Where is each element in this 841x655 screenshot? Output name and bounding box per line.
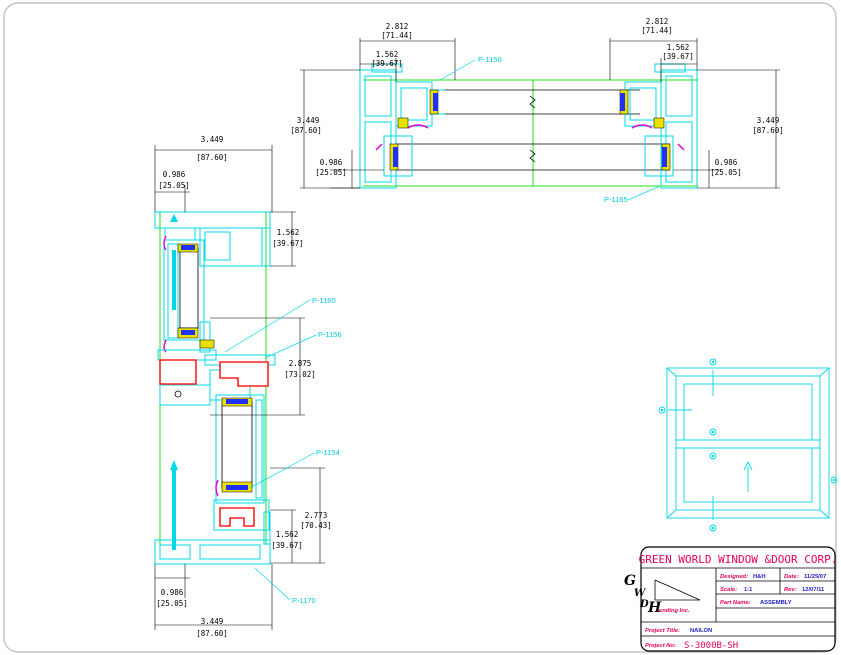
dim-top-left-inner: 1.562 [376,50,399,59]
dim-side-bottom-small-mm: [25.05] [156,599,188,608]
scale-label: Scale: [720,587,737,593]
part-label-p1160: P-1160 [312,296,336,305]
logo-letter-w: W [634,588,647,599]
side-section-dimensions: 3.449 [87.60] 0.986 [25.05] 1.562 [39.67… [156,135,341,638]
company-name: GREEN WORLD WINDOW &DOOR CORP. [639,553,838,566]
dim-top-left-small-mm: [25.05] [315,168,347,177]
dim-top-right-overall: 2.812 [646,17,669,26]
dim-side-bottom-small: 0.986 [161,588,184,597]
side-section-drawing [154,145,325,630]
dim-top-right-overall-mm: [71.44] [641,26,673,35]
top-section-drawing [300,38,780,201]
dim-side-top-small-mm: [25.05] [158,181,190,190]
dim-top-left-depth: 3.449 [297,116,320,125]
part-name-value: ASSEMBLY [760,600,792,606]
logo-letter-h: H [647,600,662,616]
dim-side-head: 1.562 [277,228,300,237]
date-value: 11/25/07 [804,574,826,580]
dim-side-top-small: 0.986 [163,170,186,179]
dim-top-right-inner-mm: [39.67] [662,52,694,61]
dim-side-meeting-mm: [73.02] [284,370,316,379]
window-elevation [658,358,838,532]
dim-side-sill-a: 2.773 [305,511,328,520]
part-label-p1170: P-1170 [292,596,316,605]
part-label-p1156: P-1156 [318,330,342,339]
dim-side-sill-b-mm: [39.67] [271,541,303,550]
part-label-p1150: P-1150 [478,55,502,64]
dim-top-left-overall-mm: [71.44] [381,31,413,40]
project-title-value: NAILON [690,628,712,634]
dim-top-left-overall: 2.812 [386,22,409,31]
dim-top-right-inner: 1.562 [667,43,690,52]
dim-side-bottom-width: 3.449 [201,617,224,626]
project-no-label: Project No: [645,643,676,649]
dim-side-sill-a-mm: [70.43] [300,521,332,530]
dim-top-right-depth: 3.449 [757,116,780,125]
part-name-label: Part Name: [720,600,751,606]
designed-value: H&H [753,574,766,580]
project-no-value: S-3000B-SH [684,641,738,651]
logo-letter-d: D [639,599,649,610]
sheet-border [3,2,837,653]
dim-side-meeting: 2.875 [289,359,312,368]
logo-tail: ending Inc. [659,608,690,614]
dim-side-bottom-width-mm: [87.60] [196,629,228,638]
dim-top-right-depth-mm: [87.60] [752,126,784,135]
dim-side-sill-b: 1.562 [276,530,299,539]
dim-side-top-width: 3.449 [201,135,224,144]
scale-value: 1:1 [744,587,753,593]
designed-label: Designed: [720,574,748,580]
dim-top-right-small: 0.986 [715,158,738,167]
part-label-p1154: P-1154 [316,448,340,457]
dim-side-top-width-mm: [87.60] [196,153,228,162]
dim-top-left-small: 0.986 [320,158,343,167]
dim-top-right-small-mm: [25.05] [710,168,742,177]
top-section-dimensions: 2.812 [71.44] 1.562 [39.67] 2.812 [71.44… [290,17,784,204]
dim-side-head-mm: [39.67] [272,239,304,248]
logo-letter-g: G [624,573,636,589]
part-label-p1165: P-1165 [604,195,628,204]
dim-top-left-inner-mm: [39.67] [371,59,403,68]
title-block: GREEN WORLD WINDOW &DOOR CORP. G W D H e… [624,546,838,652]
project-title-label: Project Title: [645,628,680,634]
rev-label: Rev: [784,587,797,593]
rev-value: 12/07/11 [802,587,825,593]
date-label: Date: [784,574,799,580]
dim-top-left-depth-mm: [87.60] [290,126,322,135]
